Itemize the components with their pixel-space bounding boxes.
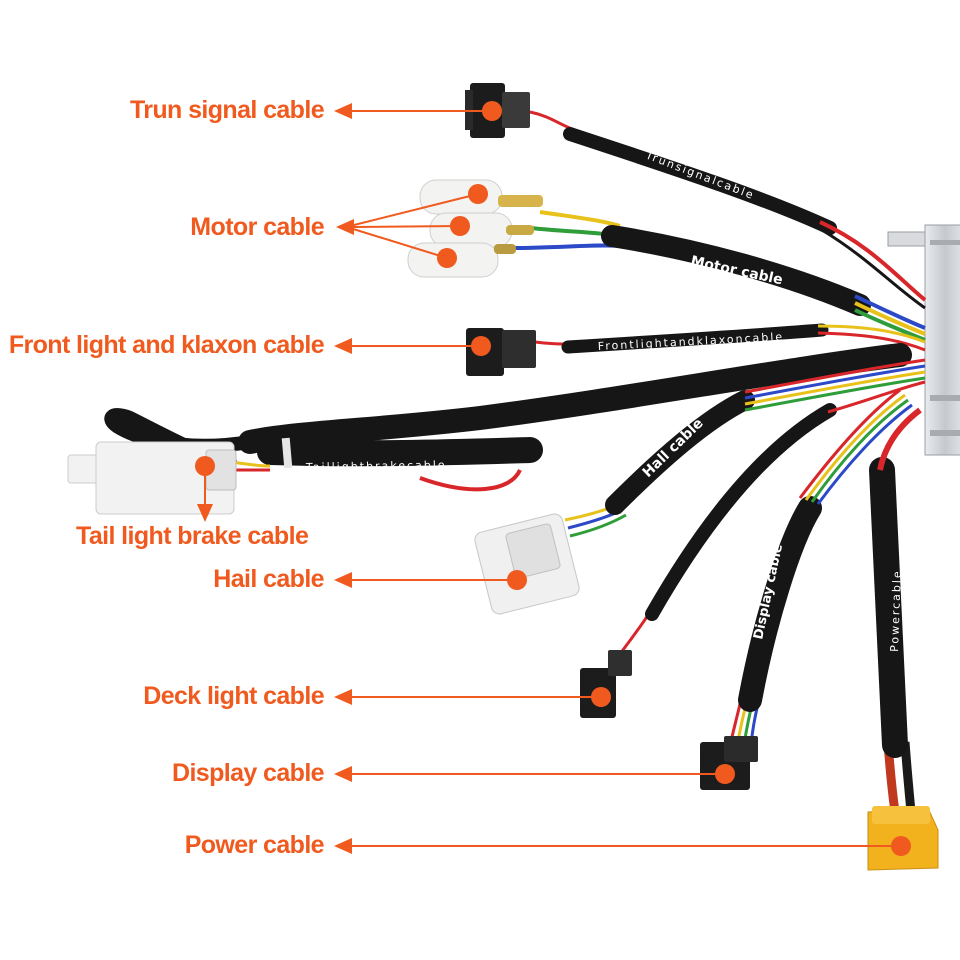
label-turn-signal-cable: Trun signal cable — [129, 96, 325, 124]
tail-light-connector — [67, 441, 237, 515]
arrow-left-icon — [334, 689, 600, 705]
label-tail-light-brake-cable: Tail light brake cable — [76, 522, 309, 550]
dot-marker-icon — [471, 336, 491, 356]
turn-signal-cable — [529, 110, 927, 310]
hall-connector — [474, 513, 580, 615]
dot-marker-icon — [507, 570, 527, 590]
dot-marker-icon — [891, 836, 911, 856]
dot-marker-icon — [482, 101, 502, 121]
dot-marker-icon — [437, 248, 457, 268]
sleeve-label-power: Powercable — [888, 569, 904, 652]
motor-cable — [509, 210, 926, 342]
controller-housing — [887, 224, 960, 456]
front-light-cable — [534, 323, 926, 354]
dot-marker-icon — [195, 456, 215, 476]
power-cable — [869, 407, 922, 813]
arrow-left-icon — [336, 193, 479, 259]
arrow-left-icon — [334, 838, 900, 854]
sleeve-label-turn-signal: Trunsignalcable — [643, 148, 757, 202]
label-deck-light-cable: Deck light cable — [143, 682, 324, 710]
sleeve-label-hall: Hall cable — [640, 415, 707, 480]
dot-marker-icon — [450, 216, 470, 236]
arrow-left-icon — [334, 766, 724, 782]
label-motor-cable: Motor cable — [190, 213, 324, 241]
label-power-cable: Power cable — [184, 831, 325, 859]
display-cable — [728, 388, 913, 746]
arrow-left-icon — [334, 338, 480, 354]
label-front-light-cable: Front light and klaxon cable — [8, 331, 325, 359]
arrow-left-icon — [334, 572, 516, 588]
sleeve-label-tail-light: Taillightbrakecable — [305, 459, 447, 474]
dot-marker-icon — [715, 764, 735, 784]
label-hall-cable: Hail cable — [213, 565, 324, 593]
hall-cable — [564, 358, 926, 538]
arrow-left-icon — [334, 103, 490, 119]
dot-marker-icon — [468, 184, 488, 204]
dot-marker-icon — [591, 687, 611, 707]
label-display-cable: Display cable — [171, 759, 325, 787]
deck-light-connector — [580, 650, 632, 718]
